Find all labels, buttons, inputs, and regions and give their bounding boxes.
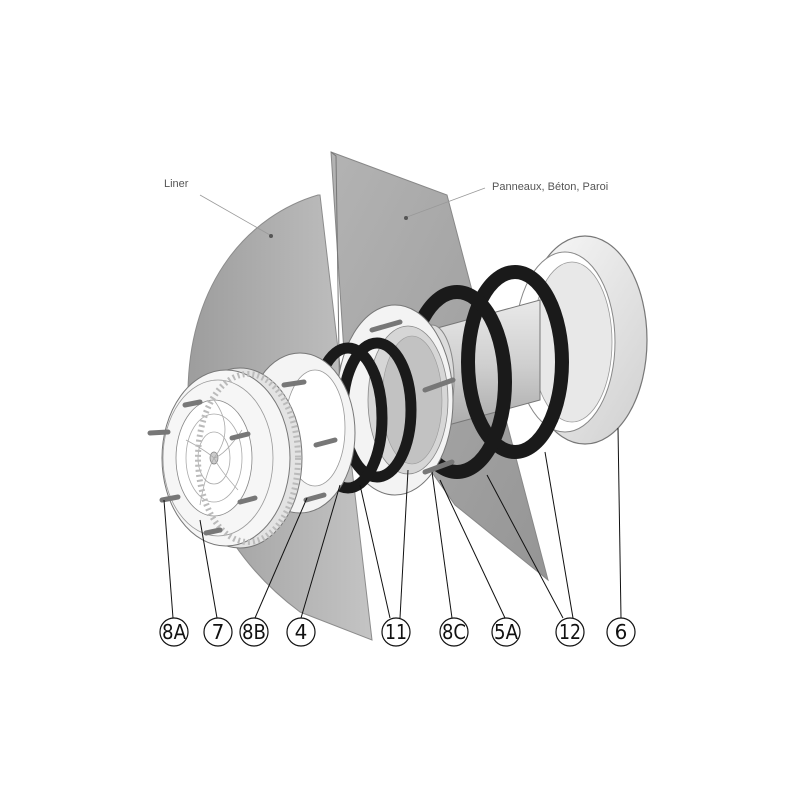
wall-dot bbox=[404, 216, 408, 220]
part-numbers: 8A 7 8B 4 11 8C 5A 12 6 bbox=[162, 620, 627, 644]
part-7-front-cover bbox=[161, 367, 303, 549]
circle-8a bbox=[159, 617, 189, 647]
circle-11 bbox=[381, 617, 411, 647]
liner-label: Liner bbox=[164, 178, 189, 190]
circle-5a bbox=[491, 617, 521, 647]
label-11: 11 bbox=[385, 620, 407, 644]
label-8b: 8B bbox=[242, 620, 266, 644]
circle-7 bbox=[203, 617, 233, 647]
label-8a: 8A bbox=[162, 620, 186, 644]
label-5a: 5A bbox=[494, 620, 518, 644]
part-8a-bolts bbox=[147, 399, 258, 536]
part-number-circles bbox=[159, 617, 636, 647]
part-8c-bolts bbox=[369, 319, 456, 475]
circle-8c bbox=[439, 617, 469, 647]
part-12-gasket-rear bbox=[461, 265, 569, 459]
label-7: 7 bbox=[212, 620, 225, 644]
part-leader-lines bbox=[163, 427, 622, 619]
top-leader-lines bbox=[199, 187, 486, 236]
label-12: 12 bbox=[559, 620, 581, 644]
circle-12 bbox=[555, 617, 585, 647]
liner-dot bbox=[269, 234, 273, 238]
circle-4 bbox=[286, 617, 316, 647]
label-6: 6 bbox=[615, 620, 628, 644]
walls-label: Panneaux, Béton, Paroi bbox=[492, 181, 608, 193]
part-8b-bolts bbox=[281, 379, 338, 503]
label-4: 4 bbox=[295, 620, 308, 644]
label-8c: 8C bbox=[442, 620, 466, 644]
circle-6 bbox=[606, 617, 636, 647]
circle-8b bbox=[239, 617, 269, 647]
